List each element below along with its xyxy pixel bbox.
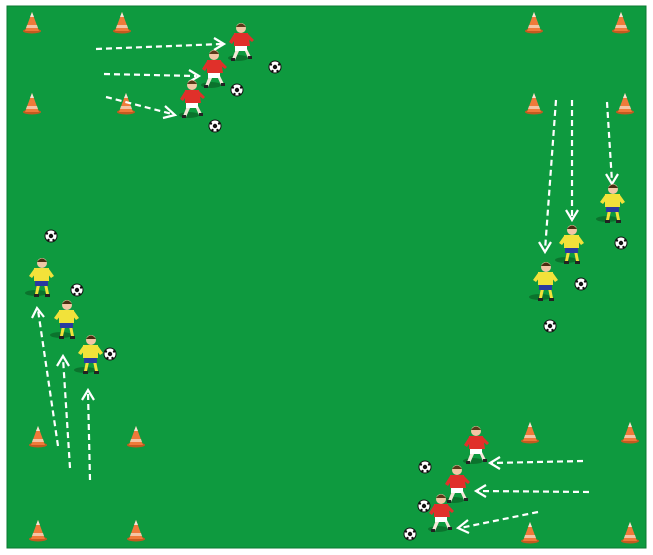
ball-icon <box>575 278 587 290</box>
ball-icon <box>231 84 243 96</box>
ball-icon <box>209 120 221 132</box>
ball-icon <box>419 461 431 473</box>
ball-icon <box>404 528 416 540</box>
ball-icon <box>418 500 430 512</box>
ball-icon <box>104 348 116 360</box>
ball-icon <box>615 237 627 249</box>
ball-icon <box>269 61 281 73</box>
ball-icon <box>544 320 556 332</box>
ball-icon <box>71 284 83 296</box>
ball-icon <box>45 230 57 242</box>
